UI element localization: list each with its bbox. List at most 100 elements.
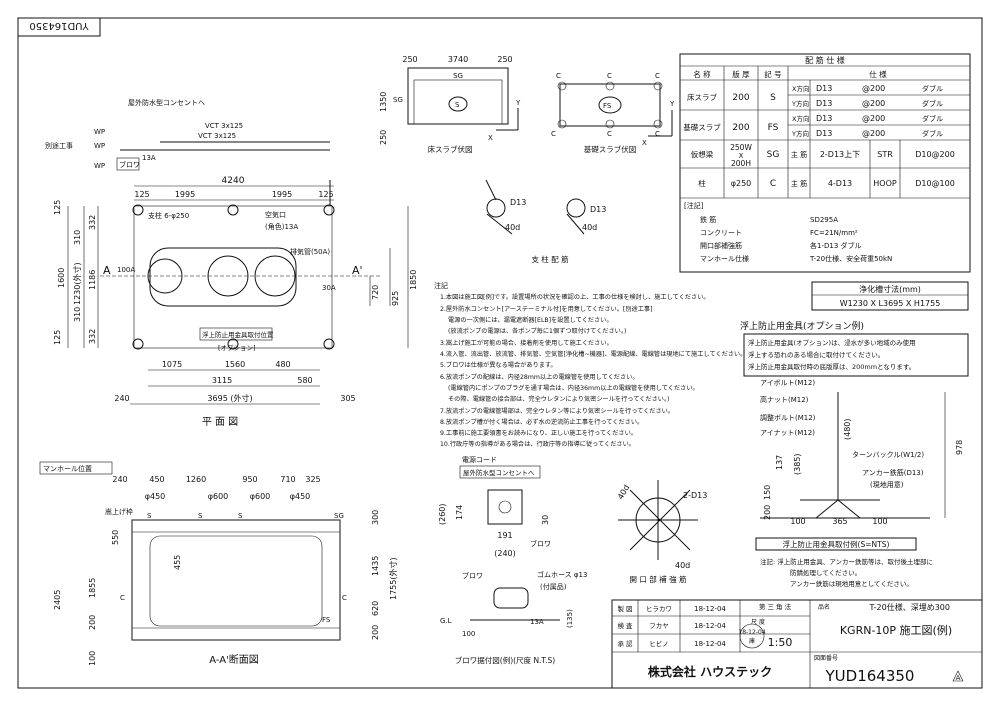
drawing-label: D10@100 xyxy=(915,179,955,188)
drawing-label: φ600 xyxy=(250,492,271,501)
drawing-label: C xyxy=(607,130,612,138)
drawing-label: 250 xyxy=(379,130,388,145)
dim-125: 125 xyxy=(318,190,333,199)
drawing-label: 710 xyxy=(280,475,295,484)
drawing-label: W1230 X L3695 X H1755 xyxy=(840,299,941,308)
section-title: A-A'断面図 xyxy=(209,653,259,666)
drawing-label: 150 xyxy=(763,485,772,500)
drawing-label: S xyxy=(198,512,203,520)
drawing-label: φ450 xyxy=(145,492,166,501)
drawing-label: 2.屋外防水コンセント[アーステーミナル付]を用意してください。[別途工事] xyxy=(440,305,653,313)
drawing-label: S xyxy=(147,512,152,520)
drawing-label: 455 xyxy=(173,555,182,570)
drawing-label: 品名 xyxy=(818,603,830,611)
opening-title: 開 口 部 補 強 筋 xyxy=(630,574,687,584)
plan-lbl-exhaust: 排気管(50A) xyxy=(290,247,330,256)
drawing-label: 7.放流ポンプの電線管場部は、完全ウレタン等により気密シールを行ってください。 xyxy=(440,407,674,415)
drawing-label: ブロワ xyxy=(530,539,551,548)
dim-332: 332 xyxy=(88,329,97,344)
tank-dimension-box: 浄化槽寸法(mm) W1230 X L3695 X H1755 xyxy=(811,281,969,311)
drawing-label: @200 xyxy=(862,129,885,138)
dim-1075: 1075 xyxy=(162,360,182,369)
drawing-label: 1.本図は施工図[例]です。設置場所の状況を確認の上、工事の仕様を検討し、施工し… xyxy=(440,293,710,301)
drawing-label: ダブル xyxy=(922,114,943,123)
drawing-label: 電源の一次側には、漏電遮断器[ELB]を設置してください。 xyxy=(448,316,613,324)
drawing-label: C xyxy=(770,179,776,189)
drawing-label: 仮想梁 xyxy=(691,149,714,159)
dim-125: 125 xyxy=(53,330,62,345)
drawing-label: KGRN-10P 施工図(例) xyxy=(840,623,952,637)
sheet-border xyxy=(17,17,983,689)
drawing-label: 8.放流ポンプ槽が付く場合は、必ず水の逆流防止工事を行ってください。 xyxy=(440,418,643,426)
drawing-label: 嵩上げ枠 xyxy=(105,507,133,516)
drawing-label: ヒラカワ xyxy=(646,605,672,613)
drawing-label: 主 筋 xyxy=(791,179,807,188)
drawing-label: [注記] xyxy=(684,201,704,210)
drawing-label: 基礎スラブ xyxy=(683,122,721,132)
dim-1850: 1850 xyxy=(409,270,418,290)
drawing-label: 200H xyxy=(731,159,751,168)
plan-tank xyxy=(149,247,297,307)
drawing-label: FS xyxy=(603,102,612,110)
drawing-label: 200 xyxy=(732,123,749,133)
drawing-label: C xyxy=(607,72,612,80)
dim-240: 240 xyxy=(114,394,129,403)
drawing-label: SG xyxy=(767,150,780,160)
drawing-label: 注記: 浮上防止用金具、アンカー鉄筋等は、取付後土埋部に xyxy=(760,557,933,566)
drawing-label: φ450 xyxy=(290,492,311,501)
plan-lbl-air: 空気口 xyxy=(265,210,286,219)
drawing-label: 製 図 xyxy=(617,604,632,613)
dim-1186: 1186 xyxy=(88,270,97,290)
drawing-label: C xyxy=(655,72,660,80)
title-block: 製 図 ヒラカワ 18-12-04 検 査 フカヤ 18-12-04 承 認 ヒ… xyxy=(611,599,983,689)
drawing-label: 40d xyxy=(505,223,520,232)
drawing-label: 200 xyxy=(763,505,772,520)
notes: 注記 1.本図は施工図[例]です。設置場所の状況を確認の上、工事の仕様を検討し、… xyxy=(434,281,746,448)
drawing-label: 3740 xyxy=(448,55,468,64)
drawing-label: 250 xyxy=(402,55,417,64)
drawing-label: C xyxy=(551,130,556,138)
drawing-label: D13 xyxy=(816,99,832,108)
drawing-label: 高ナット(M12) xyxy=(760,395,809,404)
drawing-label: 100 xyxy=(790,517,805,526)
company-name: 株式会社 ハウステック xyxy=(648,664,772,679)
drawing-label: 4.流入管、流出管、放流管、排気管、空気管[浄化槽~機器]、電源配線、電線管は現… xyxy=(440,350,746,358)
float-fitting: 浮上防止用金具(オプション例) 浮上防止用金具(オプション)は、浸水が多い地域の… xyxy=(740,320,969,588)
drawing-label: 床スラブ xyxy=(687,92,717,102)
drawing-label: 屋外防水型コンセントへ xyxy=(463,468,535,477)
drawing-label: 検 査 xyxy=(617,621,633,630)
drawing-label: ダブル xyxy=(922,84,943,93)
drawing-label: @200 xyxy=(862,84,885,93)
drawing-label: 100 xyxy=(88,651,97,666)
plan-lbl-blower: ブロワ xyxy=(119,160,140,169)
drawing-label: 365 xyxy=(832,517,847,526)
dim-310: 310 xyxy=(73,230,82,245)
plan-lbl-a2: A' xyxy=(352,264,363,277)
drawing-label: 電源コード xyxy=(462,455,497,464)
drawing-label: C xyxy=(342,594,347,602)
drawing-label: 450 xyxy=(149,475,164,484)
plan-pillar xyxy=(132,338,144,350)
drawing-label: HOOP xyxy=(873,179,897,188)
drawing-label: 配 筋 仕 様 xyxy=(805,55,845,65)
drawing-label: 10.行政庁等の指導がある場合は、行政庁等の指導に従ってください。 xyxy=(440,440,635,448)
drawing-label: Y方向 xyxy=(791,99,809,108)
drawing-label: Y方向 xyxy=(791,129,809,138)
foundation-slab-title: 基礎スラブ伏図 xyxy=(584,144,637,154)
drawing-label: 仕 様 xyxy=(869,69,887,79)
drawing-label: Y xyxy=(669,100,675,108)
drawing-label: 鉄 筋 xyxy=(700,215,716,224)
drawing-label: 主 筋 xyxy=(791,150,807,159)
dim-480: 480 xyxy=(275,360,290,369)
plan-view: 屋外防水型コンセントへ VCT 3x125 VCT 3x125 別途工事 WP … xyxy=(45,98,418,428)
blower-detail: 電源コード 屋外防水型コンセントへ (260) 174 30 191 (240)… xyxy=(438,455,587,665)
plan-lbl-13a: 13A xyxy=(142,154,156,162)
drawing-label: (240) xyxy=(494,549,516,558)
drawing-label: φ600 xyxy=(208,492,229,501)
drawing-label: 100 xyxy=(872,517,887,526)
drawing-label: C xyxy=(120,594,125,602)
plan-blower-box xyxy=(116,157,140,171)
drawing-label: その際、電線管の接合部は、完全ウレタンにより気密シールを行ってください。) xyxy=(448,395,669,403)
section-a-a: マンホール位置 240 450 1260 950 710 325 φ450 φ6… xyxy=(39,461,398,666)
